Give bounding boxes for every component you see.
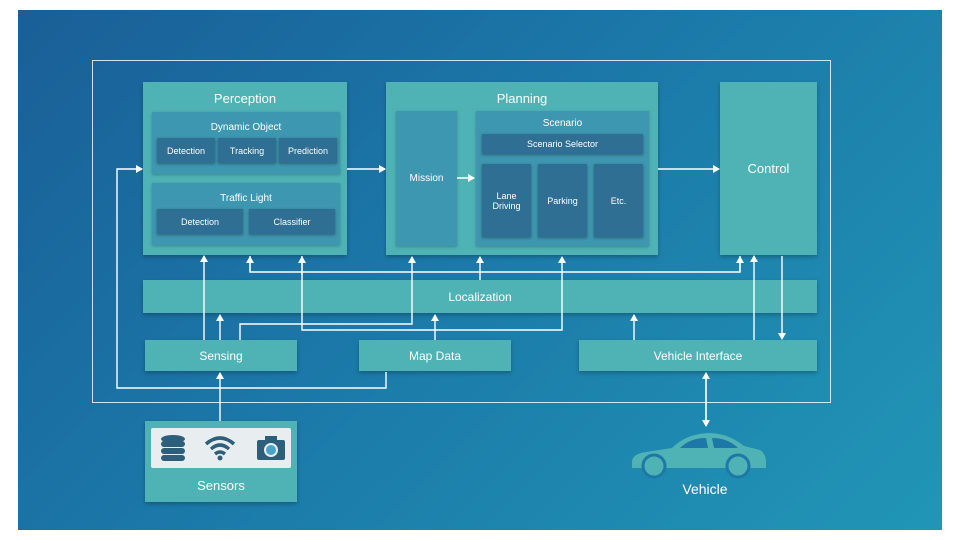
- scenario-title: Scenario: [542, 118, 583, 129]
- localization-feed-line: [249, 256, 741, 273]
- localization-to-perception-loop: [239, 256, 416, 340]
- localization-label: Localization: [448, 289, 512, 304]
- perception-map-loop: [301, 256, 566, 331]
- autoware-frame: [92, 60, 831, 403]
- lane-driving-chip: Lane Driving: [482, 164, 531, 237]
- scenario-selector-chip: Scenario Selector: [482, 134, 643, 154]
- etc-chip: Etc.: [594, 164, 643, 237]
- control-block: Control: [720, 82, 817, 255]
- planning-title: Planning: [496, 91, 548, 106]
- traffic-light-group: Traffic Light Detection Classifier: [152, 183, 340, 245]
- scenario-group: Scenario Scenario Selector Lane Driving …: [476, 111, 649, 246]
- sensing-block: Sensing: [145, 340, 297, 371]
- tracking-chip: Tracking: [218, 138, 276, 163]
- dynamic-object-title: Dynamic Object: [210, 122, 282, 133]
- dynamic-detection-chip: Detection: [157, 138, 215, 163]
- camera-icon: [257, 436, 285, 460]
- wifi-icon: [204, 436, 236, 461]
- mission-block: Mission: [396, 111, 457, 246]
- classifier-chip: Classifier: [249, 209, 335, 234]
- sensors-icon-panel: [151, 428, 291, 468]
- map-data-block: Map Data: [359, 340, 511, 371]
- perception-title: Perception: [213, 91, 277, 106]
- vehicle-interface-label: Vehicle Interface: [653, 348, 743, 363]
- localization-bar: Localization: [143, 280, 817, 313]
- dynamic-object-group: Dynamic Object Detection Tracking Predic…: [152, 112, 340, 174]
- map-to-perception-loop: [116, 165, 387, 389]
- sensors-label: Sensors: [197, 478, 245, 493]
- map-data-label: Map Data: [408, 348, 462, 363]
- control-label: Control: [747, 161, 790, 176]
- car-icon: [632, 433, 766, 479]
- perception-block: Perception Dynamic Object Detection Trac…: [143, 82, 347, 255]
- parking-chip: Parking: [538, 164, 587, 237]
- sensors-block: Sensors: [145, 421, 297, 502]
- vehicle-interface-block: Vehicle Interface: [579, 340, 817, 371]
- traffic-detection-chip: Detection: [157, 209, 243, 234]
- vehicle-label: Vehicle: [682, 481, 728, 497]
- prediction-chip: Prediction: [279, 138, 337, 163]
- mission-label: Mission: [409, 173, 444, 184]
- planning-block: Planning Mission Scenario Scenario Selec…: [386, 82, 658, 255]
- sensing-label: Sensing: [199, 348, 243, 363]
- database-icon: [161, 435, 185, 461]
- traffic-light-title: Traffic Light: [220, 193, 272, 204]
